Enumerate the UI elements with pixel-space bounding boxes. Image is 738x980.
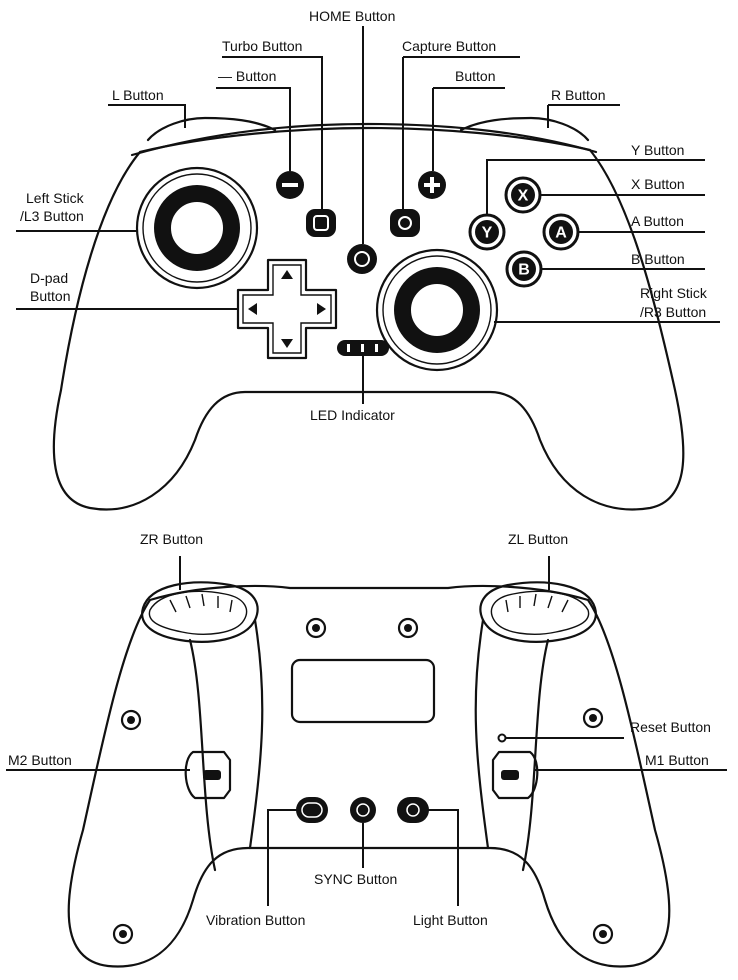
minus-button[interactable] (276, 171, 304, 199)
zl-trigger[interactable] (474, 581, 597, 850)
plus-button[interactable] (418, 171, 446, 199)
reset-button[interactable] (497, 733, 507, 743)
left-stick[interactable] (135, 166, 259, 290)
m1-button-label: M1 Button (645, 752, 709, 768)
light-button[interactable] (397, 797, 429, 823)
r-button-label: R Button (551, 87, 606, 103)
home-button[interactable] (347, 244, 377, 274)
a-button[interactable]: A (542, 213, 580, 251)
minus-button-label: — Button (218, 68, 277, 84)
b-button[interactable]: B (505, 250, 543, 288)
sync-button-label: SYNC Button (314, 871, 398, 887)
b-button-label: B Button (631, 251, 685, 267)
y-button-glyph: Y (482, 225, 493, 242)
b-button-glyph: B (518, 262, 530, 279)
front-leader-lines (16, 26, 720, 404)
right-stick[interactable] (375, 248, 499, 372)
vibration-button-label: Vibration Button (206, 912, 306, 928)
turbo-button[interactable] (306, 209, 336, 237)
a-button-label: A Button (631, 213, 684, 229)
right-stick-label-line1: Right Stick (640, 285, 707, 301)
a-button-glyph: A (555, 225, 567, 242)
front-body-outline (52, 126, 685, 511)
y-button[interactable]: Y (468, 213, 506, 251)
right-stick-label-line2: /R3 Button (640, 304, 707, 320)
plus-button-label: Button (455, 68, 496, 84)
front-shoulder-strip (130, 122, 598, 157)
home-button-label: HOME Button (309, 8, 396, 24)
left-stick-label-line2: /L3 Button (20, 208, 84, 224)
back-screws (112, 617, 614, 945)
turbo-button-label: Turbo Button (222, 38, 303, 54)
battery-panel (290, 658, 436, 724)
led-indicator-label: LED Indicator (310, 407, 395, 423)
d-pad-label-line1: D-pad (30, 270, 69, 286)
vibration-button[interactable] (296, 797, 328, 823)
l-button-label: L Button (112, 87, 164, 103)
controller-back-view (6, 556, 727, 968)
reset-button-label: Reset Button (630, 719, 711, 735)
capture-button[interactable] (390, 209, 420, 237)
zl-button-label: ZL Button (508, 531, 569, 547)
capture-button-label: Capture Button (402, 38, 497, 54)
left-stick-label-line1: Left Stick (26, 190, 84, 206)
controller-front-view: Y X A B (16, 26, 720, 511)
m2-button-label: M2 Button (8, 752, 72, 768)
led-indicator (337, 340, 389, 356)
m2-button[interactable] (184, 750, 232, 800)
back-body-outline (67, 584, 671, 968)
x-button-label: X Button (631, 176, 685, 192)
d-pad-label-line2: Button (30, 288, 71, 304)
d-pad[interactable] (236, 258, 338, 360)
x-button[interactable]: X (504, 176, 542, 214)
back-leader-lines (6, 556, 727, 906)
x-button-glyph: X (518, 188, 529, 205)
light-button-label: Light Button (413, 912, 488, 928)
sync-button[interactable] (350, 797, 376, 823)
m1-button[interactable] (491, 750, 539, 800)
y-button-label: Y Button (631, 142, 685, 158)
zr-trigger[interactable] (141, 581, 264, 850)
zr-button-label: ZR Button (140, 531, 204, 547)
